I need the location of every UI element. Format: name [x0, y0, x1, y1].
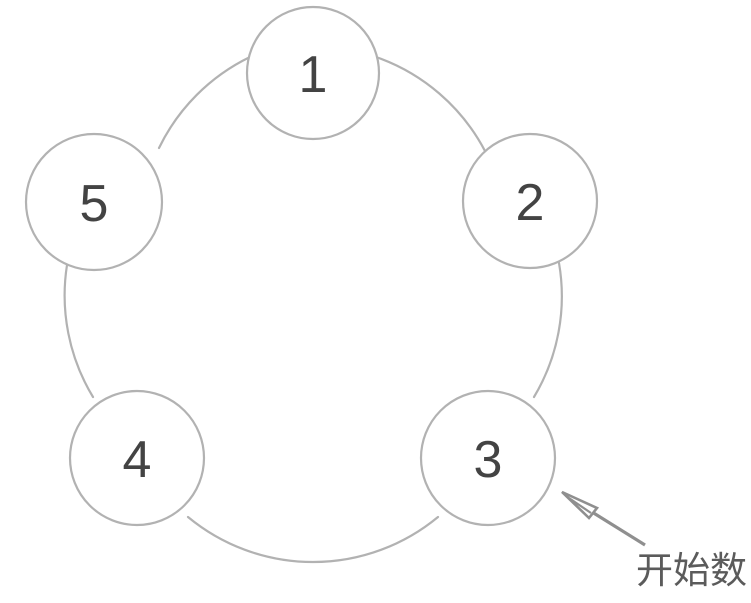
node-5[interactable]: 5: [24, 132, 164, 272]
arc-node2-to-node3: [532, 261, 563, 399]
node-1-circle[interactable]: [245, 5, 381, 141]
ring-arcs: [63, 55, 563, 564]
node-1[interactable]: 1: [245, 5, 381, 141]
node-4[interactable]: 4: [68, 389, 206, 527]
node-5-label: 5: [80, 175, 109, 233]
node-2-circle[interactable]: [461, 132, 599, 270]
node-4-circle[interactable]: [68, 389, 206, 527]
node-3[interactable]: 3: [419, 389, 557, 527]
start-pointer-arrow: [561, 490, 646, 547]
arrow-shaft: [591, 510, 646, 547]
arc-node5-to-node1: [157, 55, 252, 150]
arc-node1-to-node2: [374, 55, 487, 153]
node-3-label: 3: [474, 431, 503, 489]
node-2-label: 2: [516, 174, 545, 232]
arc-node4-to-node5: [63, 263, 95, 399]
start-annotation-label: 开始数: [636, 549, 747, 592]
node-5-circle[interactable]: [24, 132, 164, 272]
arc-node3-to-node4: [186, 515, 440, 564]
node-2[interactable]: 2: [461, 132, 599, 270]
node-4-label: 4: [123, 431, 152, 489]
arrow-head-inner-line: [565, 495, 592, 514]
node-3-circle[interactable]: [419, 389, 557, 527]
node-1-label: 1: [299, 46, 328, 104]
nodes: 1 2 3 4 5: [24, 5, 599, 527]
